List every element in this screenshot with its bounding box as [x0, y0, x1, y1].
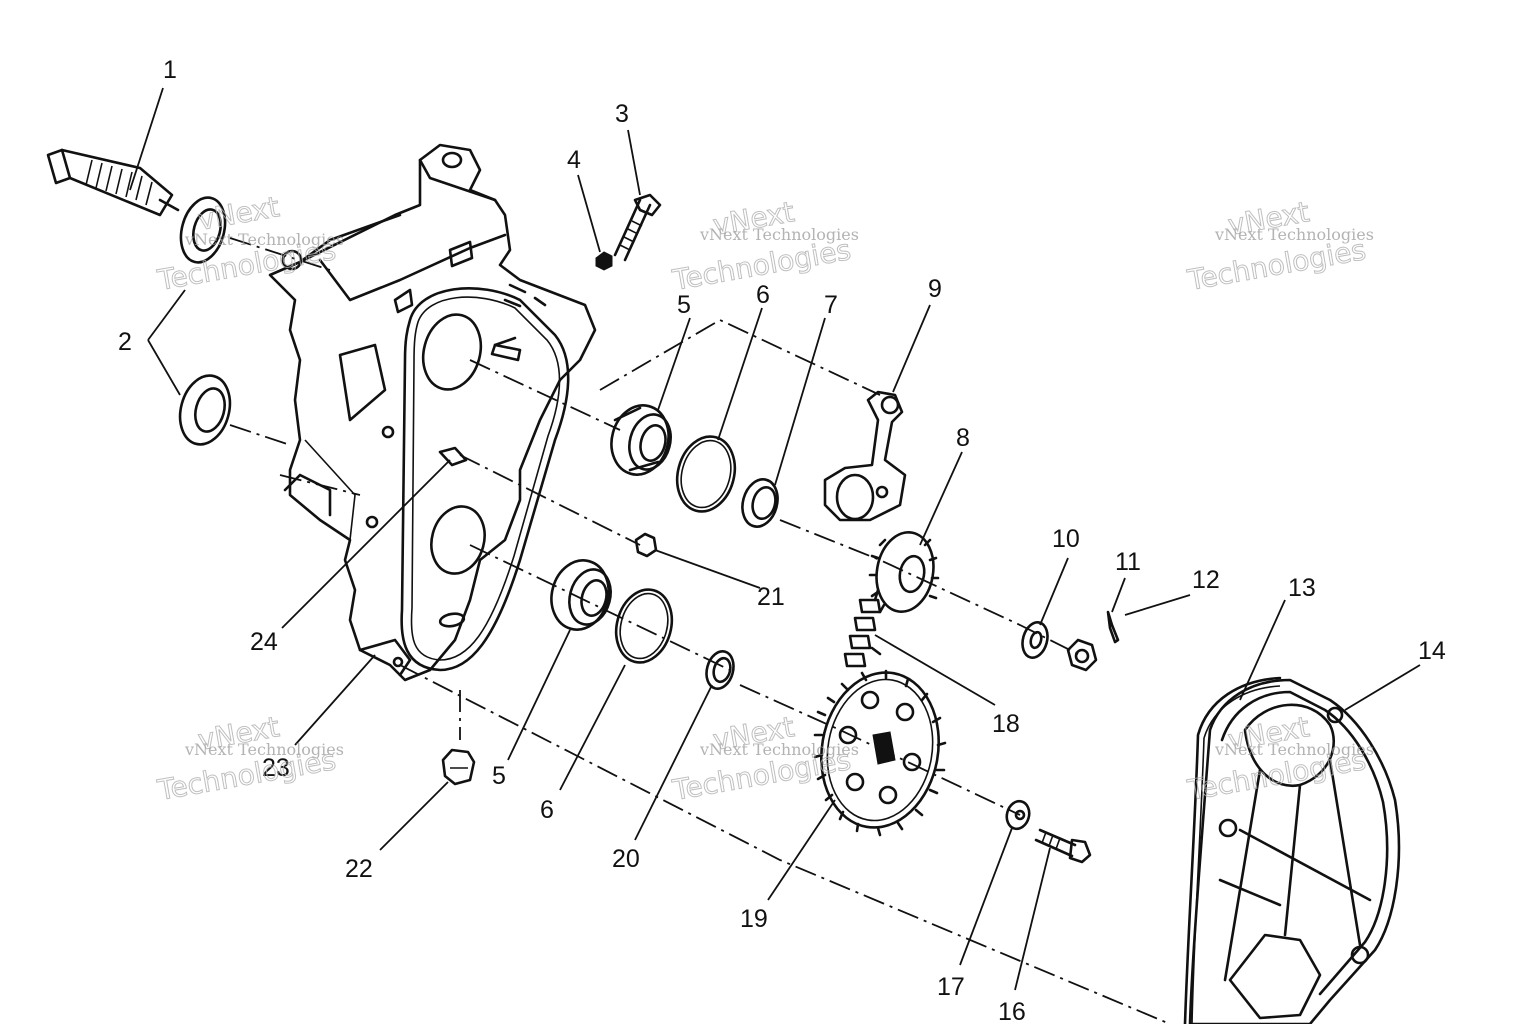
callout-18: 18 — [992, 710, 1020, 738]
watermark-group-5: vNext vNext Technologies Technologies — [669, 710, 859, 808]
callout-6b: 6 — [540, 796, 554, 824]
watermark-caption: vNext Technologies — [184, 740, 344, 759]
input-shaft — [46, 148, 180, 217]
drain-plug — [441, 748, 476, 786]
callout-3: 3 — [615, 100, 629, 128]
watermark-caption: vNext Technologies — [1214, 740, 1374, 759]
chain-tensioner-arm — [823, 390, 907, 522]
watermark-caption: vNext Technologies — [699, 740, 859, 759]
drive-chain — [843, 588, 882, 668]
callout-5b: 5 — [492, 762, 506, 790]
driven-sprocket-large — [813, 669, 947, 837]
callout-10: 10 — [1052, 525, 1080, 553]
callout-9: 9 — [928, 275, 942, 303]
callout-5: 5 — [677, 291, 691, 319]
oil-seal-lower — [178, 374, 232, 446]
watermark-caption: vNext Technologies — [699, 225, 859, 244]
watermark-group-3: vNext vNext Technologies Technologies — [1184, 195, 1374, 298]
bearing-lower — [550, 559, 612, 631]
callout-11: 11 — [1115, 548, 1141, 576]
snap-ring-upper — [675, 435, 737, 513]
callout-17: 17 — [937, 973, 965, 1001]
spacer-ring — [741, 478, 779, 528]
thrust-washer — [705, 650, 735, 690]
oil-seal-upper — [179, 196, 227, 264]
callout-16: 16 — [998, 998, 1026, 1024]
flat-washer-lower — [1005, 799, 1031, 831]
callout-19: 19 — [740, 905, 768, 933]
callout-21: 21 — [757, 583, 785, 611]
watermark-caption: vNext Technologies — [184, 230, 344, 249]
callout-2: 2 — [118, 328, 132, 356]
hex-nut-small — [595, 251, 613, 271]
flat-washer-upper — [1021, 621, 1049, 659]
drive-sprocket-upper — [868, 531, 940, 614]
snap-ring-lower — [614, 588, 674, 664]
callout-4: 4 — [567, 146, 581, 174]
callout-14: 14 — [1418, 637, 1446, 665]
callout-23: 23 — [262, 754, 290, 782]
callout-8: 8 — [956, 424, 970, 452]
bearing-upper — [610, 404, 672, 476]
hex-bolt-upper — [613, 193, 662, 262]
cover-gasket — [1183, 676, 1282, 1024]
chaincase-gasket — [400, 287, 570, 672]
callout-20: 20 — [612, 845, 640, 873]
callout-12: 12 — [1192, 566, 1220, 594]
castle-nut — [1066, 638, 1098, 672]
assembly-axes — [229, 237, 1171, 1024]
hex-bolt-lower — [1034, 828, 1092, 864]
callout-labels: 1 2 3 4 5 6 7 9 8 10 11 12 13 14 21 24 1… — [118, 56, 1446, 1024]
cotter-pin — [1106, 610, 1120, 644]
watermark-group-4: vNext vNext Technologies Technologies — [154, 710, 344, 808]
callout-13: 13 — [1288, 574, 1316, 602]
callout-24: 24 — [250, 628, 278, 656]
callout-22: 22 — [345, 855, 373, 883]
chaincase-housing — [268, 143, 597, 682]
watermark-caption: vNext Technologies — [1214, 225, 1374, 244]
leader-lines — [129, 87, 1421, 991]
stud-24 — [438, 336, 517, 467]
watermark-group-1: vNext vNext Technologies Technologies — [154, 190, 344, 298]
callout-1: 1 — [163, 56, 177, 84]
callout-7: 7 — [824, 291, 838, 319]
callout-6: 6 — [756, 281, 770, 309]
